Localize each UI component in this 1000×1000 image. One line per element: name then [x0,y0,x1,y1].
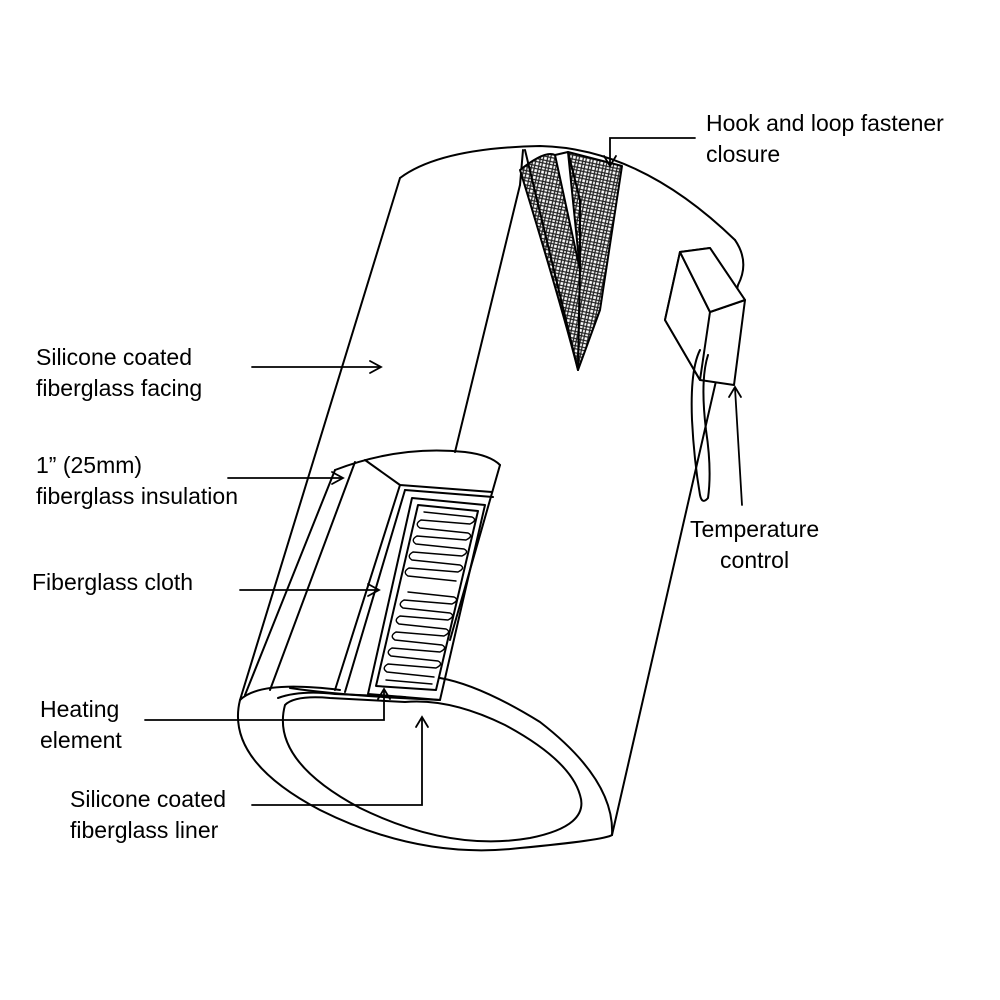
label-line: Silicone coated [36,344,192,370]
label-silicone-facing: Silicone coated fiberglass facing [36,342,202,404]
jacket-body [239,145,745,836]
leader-hook [603,137,696,168]
label-line: 1” (25mm) [36,452,143,478]
cable [690,349,711,502]
leader-temperature [728,385,743,506]
label-line: fiberglass facing [36,375,203,401]
bottom-ring [236,677,614,852]
label-hook-loop-fastener: Hook and loop fastener closure [706,108,944,170]
heating-element [383,511,476,685]
label-line: control [720,547,790,573]
leader-insulation [227,471,345,485]
label-line: Fiberglass cloth [32,569,194,595]
label-line: fiberglass liner [70,817,219,843]
leader-heating [144,687,391,721]
label-line: fiberglass insulation [36,483,239,509]
label-fiberglass-cloth: Fiberglass cloth [32,567,193,598]
label-line: Hook and loop fastener [706,110,944,136]
label-line: Silicone coated [70,786,226,812]
label-line: closure [706,141,781,167]
temperature-control-box [664,247,746,386]
leader-cloth [239,583,381,597]
cutaway-section [244,449,501,701]
leader-liner [251,715,429,806]
leader-facing [251,360,383,374]
label-line: Temperature [690,516,820,542]
label-line: Heating [40,696,120,722]
label-fiberglass-insulation: 1” (25mm) fiberglass insulation [36,450,238,512]
label-heating-element: Heating element [40,694,122,756]
label-line: element [40,727,122,753]
label-temperature-control: Temperature control [690,514,819,576]
label-silicone-liner: Silicone coated fiberglass liner [70,784,226,846]
fastener-flap [519,149,623,371]
